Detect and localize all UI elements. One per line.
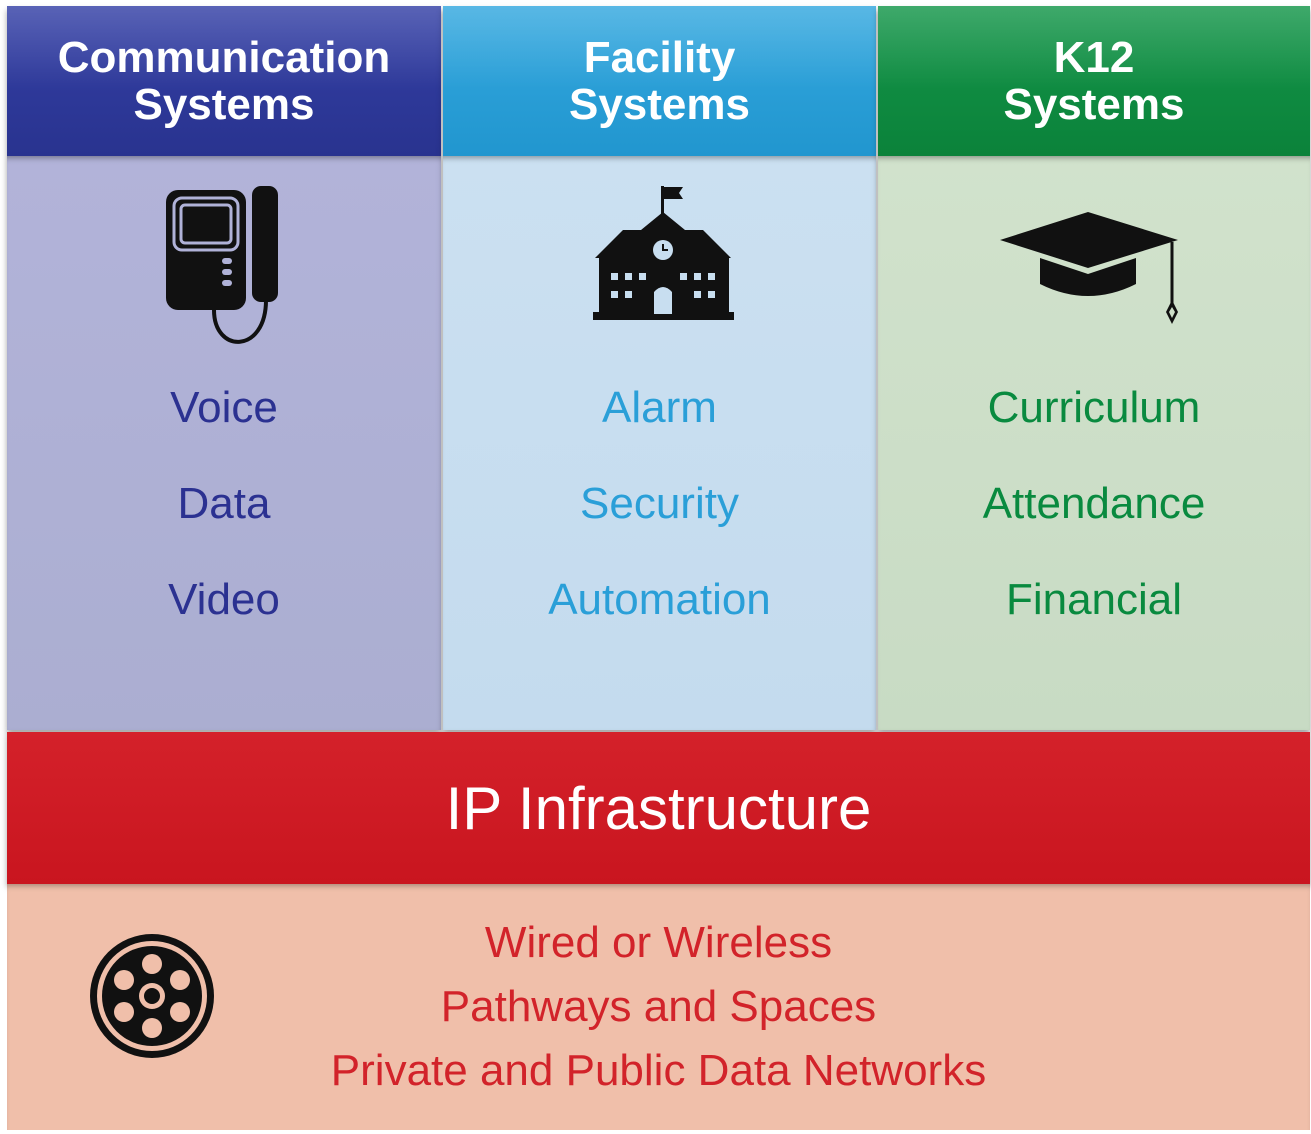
- facility-systems-body: Alarm Security Automation: [443, 156, 876, 730]
- column-title-line2: Systems: [1003, 80, 1185, 129]
- column-title-line2: Systems: [133, 80, 315, 129]
- list-item: Financial: [1005, 575, 1183, 624]
- communication-systems-header: Communication Systems: [7, 6, 441, 156]
- infrastructure-panel: Wired or Wireless Pathways and Spaces Pr…: [7, 884, 1310, 1130]
- school-building-icon: [593, 186, 734, 320]
- facility-systems-header: Facility Systems: [443, 6, 876, 156]
- list-item: Voice: [170, 383, 278, 432]
- facility-systems-column: Facility Systems Alarm Security Automati…: [443, 6, 876, 730]
- list-item: Automation: [548, 575, 771, 624]
- k12-systems-column: K12 Systems Curriculum Attendance Financ…: [878, 6, 1310, 730]
- fiber-cable-icon: [90, 934, 214, 1058]
- infrastructure-line: Wired or Wireless: [484, 918, 833, 967]
- list-item: Attendance: [982, 479, 1206, 528]
- list-item: Alarm: [602, 383, 717, 432]
- graduation-cap-icon: [1000, 212, 1178, 324]
- infrastructure-line: Private and Public Data Networks: [330, 1046, 987, 1095]
- list-item: Curriculum: [987, 383, 1201, 432]
- list-item: Video: [168, 575, 280, 624]
- communication-systems-body: Voice Data Video: [7, 156, 441, 730]
- column-title-line1: Facility: [583, 33, 736, 82]
- ip-infrastructure-banner: IP Infrastructure: [7, 732, 1310, 884]
- column-title-line1: Communication: [57, 33, 391, 82]
- k12-systems-body: Curriculum Attendance Financial: [878, 156, 1310, 730]
- list-item: Data: [177, 479, 271, 528]
- k12-systems-header: K12 Systems: [878, 6, 1310, 156]
- column-title-line2: Systems: [568, 80, 750, 129]
- intercom-handset-icon: [166, 186, 278, 344]
- ip-infrastructure-title: IP Infrastructure: [445, 774, 872, 842]
- communication-systems-column: Communication Systems Voice Data Video: [7, 6, 441, 730]
- infrastructure-line: Pathways and Spaces: [440, 982, 877, 1031]
- list-item: Security: [580, 479, 739, 528]
- column-title-line1: K12: [1053, 33, 1135, 82]
